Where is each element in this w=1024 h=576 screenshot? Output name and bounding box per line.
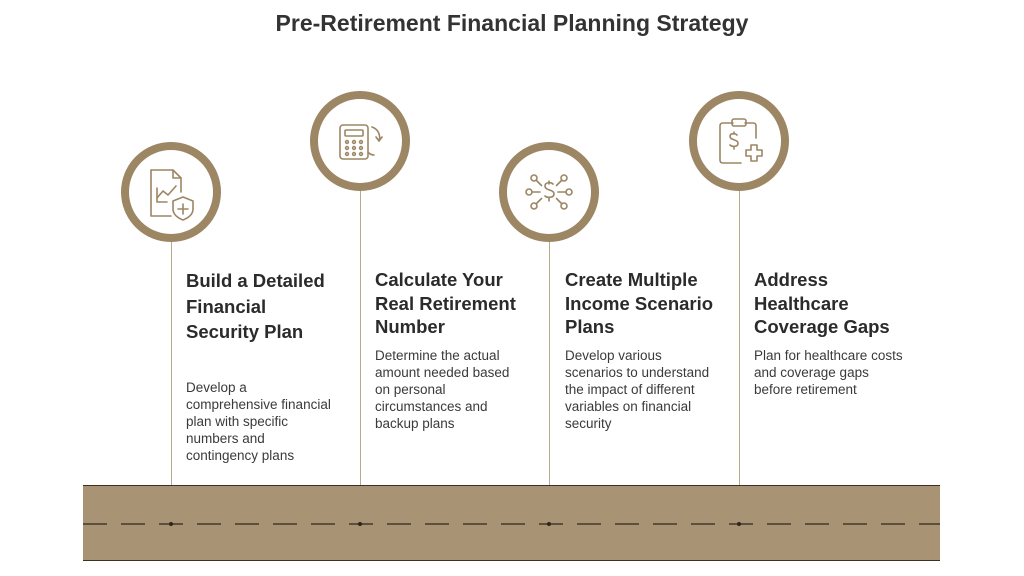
milestone-marker-1 xyxy=(169,522,173,526)
milestone-marker-4 xyxy=(737,522,741,526)
milestone-marker-3 xyxy=(547,522,551,526)
dollar-network-icon xyxy=(525,174,573,210)
step-2-title: Calculate Your Real Retirement Number xyxy=(375,269,516,337)
step-3-description: Develop various scenarios to understand … xyxy=(565,348,710,431)
page-title: Pre-Retirement Financial Planning Strate… xyxy=(275,10,749,36)
document-chart-shield-icon xyxy=(150,169,194,221)
step-3-title: Create Multiple Income Scenario Plans xyxy=(565,269,714,337)
clipboard-dollar-medical-icon xyxy=(719,118,763,164)
step-4-description: Plan for healthcare costs and coverage g… xyxy=(754,348,903,397)
step-3-stem xyxy=(549,238,550,486)
step-2-icon-circle xyxy=(310,91,410,191)
step-1-stem xyxy=(171,238,172,486)
step-4-stem xyxy=(739,187,740,486)
step-2-stem xyxy=(360,187,361,486)
step-4-icon-circle xyxy=(689,91,789,191)
road-center-line xyxy=(83,522,940,526)
step-1-description: Develop a comprehensive financial plan w… xyxy=(186,380,331,463)
step-4-title: Address Healthcare Coverage Gaps xyxy=(754,269,890,337)
calculator-refresh-icon xyxy=(339,124,383,160)
step-3-icon-circle xyxy=(499,142,599,242)
step-2-description: Determine the actual amount needed based… xyxy=(375,348,510,431)
step-1-title: Build a Detailed Financial Security Plan xyxy=(186,270,325,342)
timeline-road xyxy=(83,485,940,561)
milestone-marker-2 xyxy=(358,522,362,526)
step-1-icon-circle xyxy=(121,142,221,242)
